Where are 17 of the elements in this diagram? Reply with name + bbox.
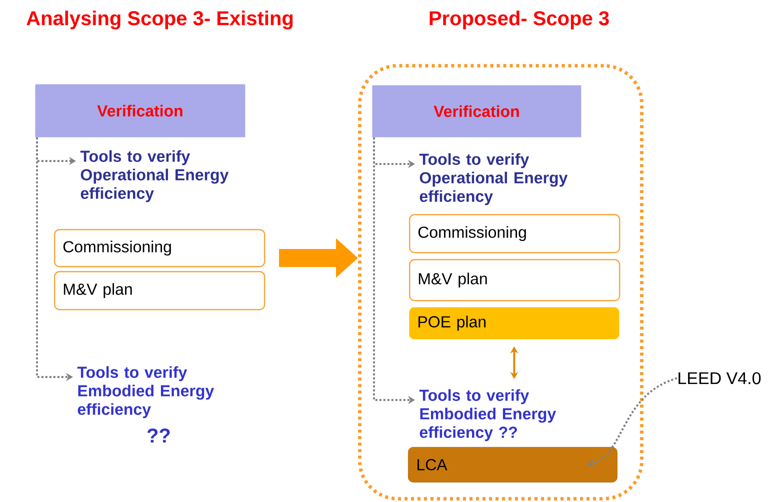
process-box: M&V plan xyxy=(54,270,266,310)
question-marks: ?? xyxy=(147,428,170,442)
bare-text: LEED V4.0 xyxy=(678,372,761,384)
process-box: Commissioning xyxy=(409,214,620,254)
header-box: Verification xyxy=(372,85,582,138)
dotted-frame xyxy=(358,64,644,500)
bare-text: Tools to verify Embodied Energy efficiency ?? xyxy=(419,389,556,442)
process-box: LCA xyxy=(408,447,618,482)
bare-text: Tools to verify Operational Energy efficiency xyxy=(80,150,229,202)
title: Proposed- Scope 3 xyxy=(430,10,609,30)
process-box: Commissioning xyxy=(54,229,266,268)
header-box: Verification xyxy=(35,84,246,138)
bare-text: Tools to verify Operational Energy efficiency xyxy=(419,153,568,206)
process-box: POE plan xyxy=(409,307,620,340)
title: Analysing Scope 3- Existing xyxy=(26,10,293,30)
process-box: M&V plan xyxy=(409,259,620,302)
bare-text: Tools to verify Embodied Energy efficiency xyxy=(77,366,214,418)
